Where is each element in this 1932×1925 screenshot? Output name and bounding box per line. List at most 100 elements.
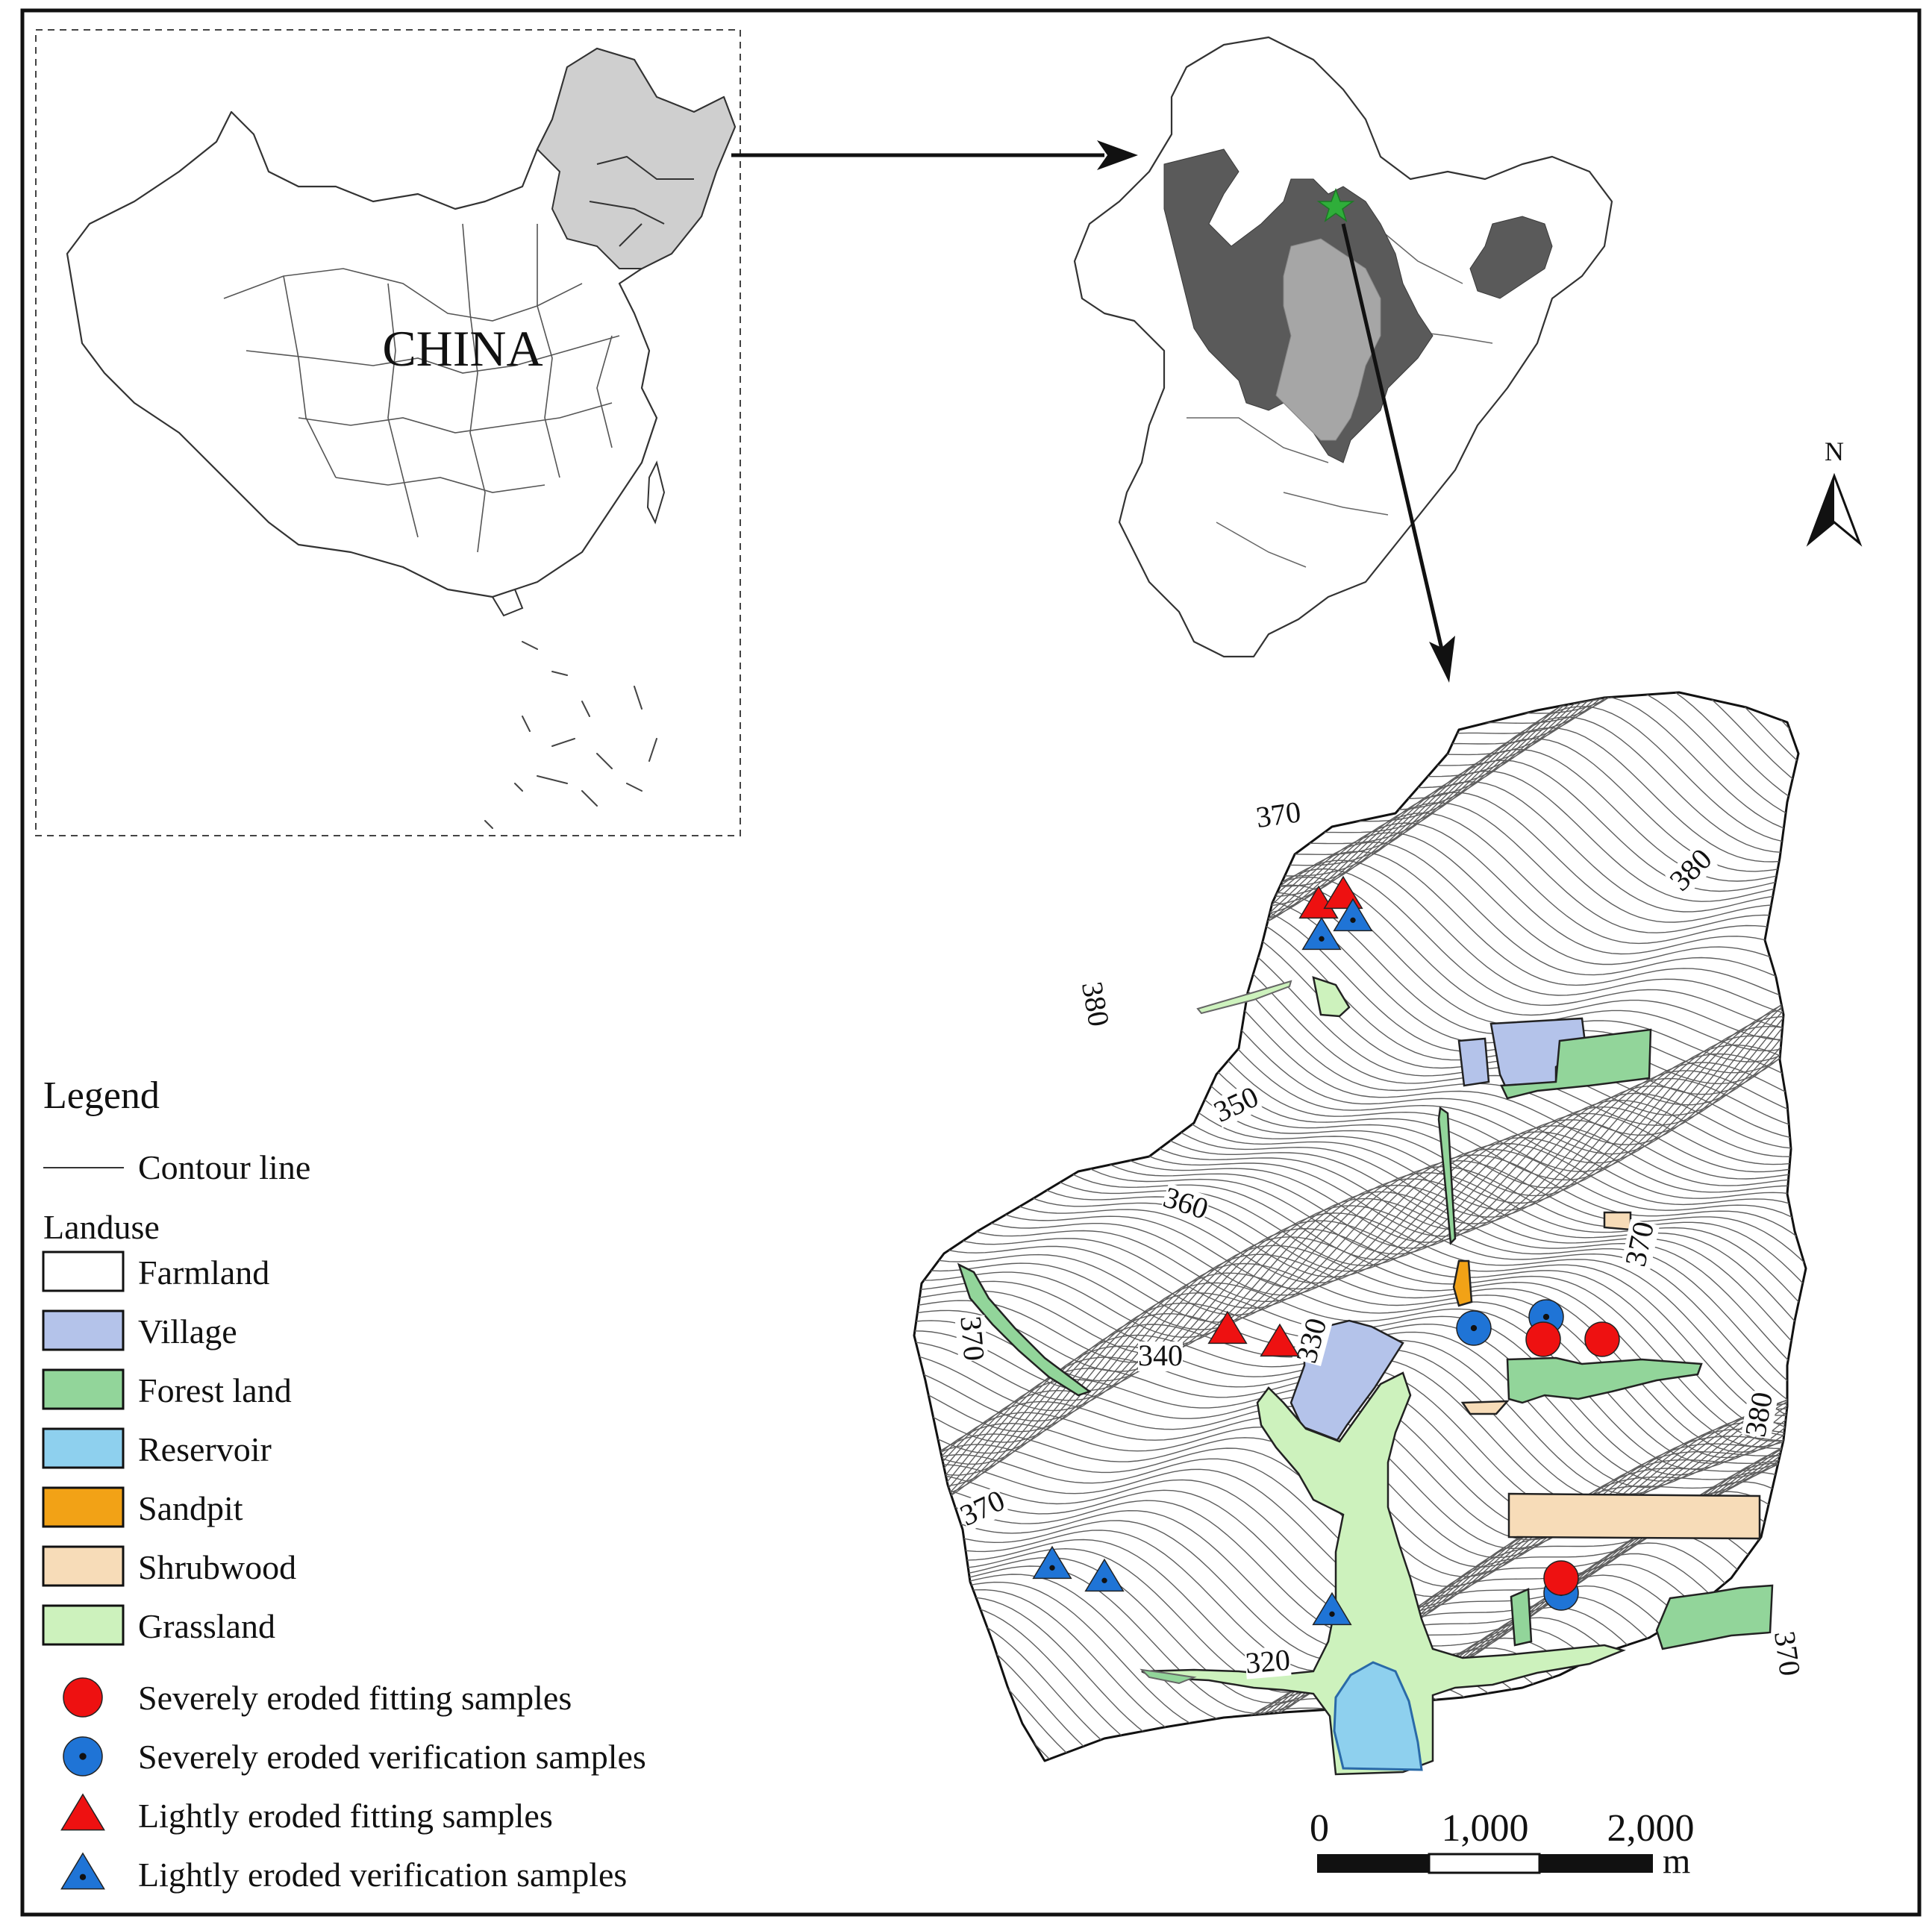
legend-swatch-shrubwood — [42, 1545, 125, 1587]
contour-line — [914, 1198, 1806, 1399]
legend-marker-circle — [63, 1677, 103, 1718]
contour-line — [914, 1205, 1806, 1413]
forest-patch-strip-center — [1437, 1106, 1457, 1245]
legend-label-grassland: Grassland — [138, 1607, 275, 1645]
sample-triangle-dot-dot — [1329, 1611, 1335, 1617]
hainan-island — [491, 588, 524, 617]
legend-sample-items: Severely eroded fitting samplesSeverely … — [60, 1677, 646, 1894]
contour-line — [914, 1154, 1806, 1309]
village-patch-ne-small — [1457, 1037, 1490, 1087]
scale-segment-1 — [1317, 1854, 1429, 1873]
sample-circle-dot-dot — [1470, 1324, 1478, 1332]
contour-line — [914, 1220, 1806, 1431]
contour-line — [914, 1253, 1806, 1453]
contour-label: 370 — [954, 1315, 991, 1362]
sample-circle — [1525, 1321, 1561, 1357]
shrubwood-patch-large — [1507, 1492, 1761, 1540]
legend-swatch-grassland — [42, 1604, 125, 1646]
grassland-strip-north — [1196, 980, 1292, 1015]
contour-label-bg — [954, 1315, 989, 1362]
legend-sample-label: Lightly eroded fitting samples — [138, 1797, 553, 1835]
contour-label-bg — [1244, 1645, 1292, 1680]
light-gray-zone — [1275, 238, 1381, 441]
contour-label-bg — [1254, 798, 1303, 834]
contour-label-bg — [1159, 1183, 1212, 1225]
contour-line — [914, 1262, 1806, 1459]
forest-patch-west — [957, 1262, 1092, 1397]
legend-sample-label: Lightly eroded verification samples — [138, 1856, 627, 1894]
contour-line — [914, 1069, 1806, 1272]
inset-dashed-frame — [35, 29, 741, 836]
north-arrow: N — [1806, 436, 1863, 547]
scale-unit: m — [1663, 1841, 1690, 1881]
legend-swatch-reservoir — [42, 1427, 125, 1469]
contour-label: 370 — [1254, 795, 1303, 834]
legend-label-reservoir: Reservoir — [138, 1430, 272, 1468]
north-label: N — [1825, 436, 1844, 466]
northeast-province-borders — [589, 155, 694, 247]
northeast-provinces — [536, 47, 737, 269]
region-map — [1073, 36, 1613, 658]
shrubwood-patch-small-west — [1460, 1400, 1510, 1415]
legend-title: Legend — [43, 1074, 160, 1117]
sample-circle — [1543, 1560, 1579, 1596]
arrow-to-study-area — [1341, 223, 1455, 683]
legend-marker-triangle — [60, 1793, 105, 1831]
legend-sample-label: Severely eroded fitting samples — [138, 1679, 572, 1717]
contour-label: 370 — [1768, 1629, 1807, 1678]
arrow-to-region — [731, 140, 1138, 170]
sample-points — [1032, 875, 1620, 1626]
sandpit-patch — [1452, 1259, 1473, 1307]
scale-segment-3 — [1539, 1854, 1653, 1873]
dark-gray-east — [1469, 216, 1553, 299]
legend-label-village: Village — [138, 1312, 237, 1350]
contour-line — [914, 1148, 1806, 1302]
contour-label-bg — [1665, 844, 1718, 897]
china-inset-map: CHINA — [35, 29, 741, 836]
legend-swatch-forest-land — [42, 1368, 125, 1410]
sample-circle-dot-dot — [1542, 1313, 1550, 1321]
sample-circle — [1584, 1321, 1620, 1357]
legend-label-shrubwood: Shrubwood — [138, 1548, 296, 1586]
grassland-patch-north — [1312, 976, 1351, 1018]
china-label: CHINA — [382, 320, 543, 377]
scale-tick-0: 0 — [1310, 1807, 1329, 1850]
forest-patch-ne — [1500, 1028, 1652, 1100]
scale-tick-1000: 1,000 — [1442, 1807, 1529, 1850]
figure-frame — [20, 8, 1922, 1917]
contour-label-bg — [1138, 1342, 1183, 1371]
taiwan-island — [646, 460, 666, 525]
landuse-patches — [957, 976, 1774, 1776]
legend-marker-triangle-dot — [60, 1852, 105, 1890]
legend-label-forest-land: Forest land — [138, 1371, 292, 1409]
legend-label-farmland: Farmland — [138, 1253, 269, 1292]
study-site-star — [1316, 187, 1355, 222]
legend-marker-triangle-dot-dot — [79, 1874, 87, 1880]
contour-label: 320 — [1244, 1643, 1292, 1680]
contour-line — [914, 1165, 1806, 1323]
contour-line — [914, 1142, 1806, 1296]
forest-patch-mid-east — [1506, 1356, 1703, 1404]
contour-label-bg — [1768, 1629, 1804, 1678]
sample-triangle — [1260, 1323, 1300, 1357]
contour-line — [914, 1227, 1806, 1436]
south-china-sea-islands — [484, 641, 657, 829]
legend-label-sandpit: Sandpit — [138, 1489, 243, 1527]
contour-line — [914, 1272, 1806, 1464]
contour-label: 380 — [1075, 979, 1116, 1029]
contour-label-bg — [1292, 1315, 1333, 1367]
legend-swatch-village — [42, 1309, 125, 1351]
sample-triangle-dot — [1333, 898, 1373, 932]
contour-line — [914, 1107, 1806, 1284]
sample-triangle-dot — [1032, 1545, 1072, 1580]
scale-tick-2000: 2,000 — [1607, 1807, 1695, 1850]
legend-swatch-sandpit — [42, 1486, 125, 1528]
sample-triangle-dot-dot — [1101, 1577, 1107, 1583]
legend-swatch-farmland — [42, 1251, 125, 1292]
forest-patch-south-small — [1510, 1588, 1533, 1647]
